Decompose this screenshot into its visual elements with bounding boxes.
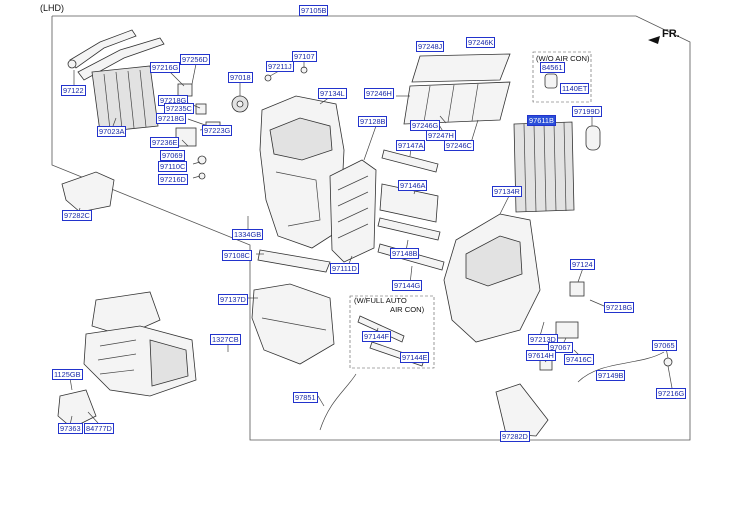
part-label[interactable]: 97147A bbox=[396, 140, 426, 151]
part-label[interactable]: 97223G bbox=[202, 125, 233, 136]
heater-pipes bbox=[67, 29, 165, 81]
part-label[interactable]: 97108C bbox=[222, 250, 252, 261]
bracket bbox=[555, 321, 579, 339]
case-right bbox=[443, 213, 541, 343]
seal-frames bbox=[403, 53, 511, 125]
part-label[interactable]: 97246K bbox=[466, 37, 496, 48]
note-full-auto-aircon: (W/FULL AUTO AIR CON) bbox=[354, 296, 425, 314]
part-label[interactable]: 97216G bbox=[150, 62, 181, 73]
part-label[interactable]: 97067 bbox=[548, 342, 573, 353]
part-label[interactable]: 97137D bbox=[218, 294, 248, 305]
note-without-aircon: (W/O AIR CON) bbox=[536, 54, 590, 63]
actuator-parts bbox=[175, 66, 308, 180]
part-label[interactable]: 97216G bbox=[656, 388, 687, 399]
part-label[interactable]: 97018 bbox=[228, 72, 253, 83]
part-label[interactable]: 97111D bbox=[330, 263, 359, 274]
part-label-selected[interactable]: 97611B bbox=[527, 115, 556, 126]
part-label[interactable]: 97148B bbox=[390, 248, 420, 259]
part-label[interactable]: 97256D bbox=[180, 54, 210, 65]
part-label[interactable]: 97199D bbox=[572, 106, 602, 117]
part-label[interactable]: 97128B bbox=[358, 116, 388, 127]
part-label[interactable]: 1140ET bbox=[560, 83, 590, 94]
case-left bbox=[259, 95, 345, 249]
case-center bbox=[329, 159, 377, 263]
part-label[interactable]: 1125GB bbox=[52, 369, 83, 380]
part-label[interactable]: 97246H bbox=[364, 88, 394, 99]
duct-left bbox=[61, 171, 115, 213]
part-label[interactable]: 97144F bbox=[362, 331, 392, 342]
leader-lines bbox=[69, 61, 673, 434]
part-label[interactable]: 1327CB bbox=[210, 334, 241, 345]
part-label[interactable]: 97282D bbox=[500, 431, 530, 442]
sensor bbox=[569, 281, 585, 297]
drain-hose bbox=[319, 373, 357, 431]
front-arrow-icon bbox=[648, 36, 660, 44]
part-label[interactable]: 97363 bbox=[58, 423, 83, 434]
blower-duct bbox=[57, 389, 97, 429]
part-label[interactable]: 97134L bbox=[318, 88, 347, 99]
part-label[interactable]: 97236E bbox=[150, 137, 180, 148]
part-label[interactable]: 97144G bbox=[392, 280, 423, 291]
part-label[interactable]: 97416C bbox=[564, 354, 594, 365]
part-label[interactable]: 1334GB bbox=[232, 229, 264, 240]
part-label[interactable]: 97065 bbox=[652, 340, 677, 351]
hose-right bbox=[577, 351, 665, 383]
front-direction-label: FR. bbox=[662, 28, 680, 40]
part-label[interactable]: 97122 bbox=[61, 85, 86, 96]
grommet bbox=[585, 125, 601, 151]
part-label[interactable]: 97851 bbox=[293, 392, 318, 403]
evaporator-core bbox=[513, 121, 575, 213]
part-label[interactable]: 97248J bbox=[416, 41, 445, 52]
part-label[interactable]: 97246C bbox=[444, 140, 474, 151]
part-label[interactable]: 97110C bbox=[158, 161, 188, 172]
lower-case bbox=[251, 283, 335, 365]
part-label[interactable]: 97144E bbox=[400, 352, 430, 363]
part-label[interactable]: 97107 bbox=[292, 51, 317, 62]
valve bbox=[544, 73, 558, 89]
part-label[interactable]: 97218G bbox=[604, 302, 635, 313]
part-label[interactable]: 97246G bbox=[410, 120, 441, 131]
part-label[interactable]: 97069 bbox=[160, 150, 185, 161]
part-label[interactable]: 97146A bbox=[398, 180, 428, 191]
drive-side-label: (LHD) bbox=[40, 3, 64, 13]
part-label[interactable]: 97247H bbox=[426, 130, 456, 141]
part-label[interactable]: 97218G bbox=[156, 113, 187, 124]
part-label[interactable]: 84561 bbox=[540, 62, 565, 73]
part-label[interactable]: 97282C bbox=[62, 210, 92, 221]
part-label[interactable]: 97216D bbox=[158, 174, 188, 185]
part-label[interactable]: 97124 bbox=[570, 259, 595, 270]
part-label[interactable]: 97211J bbox=[266, 61, 294, 72]
part-label[interactable]: 97149B bbox=[596, 370, 626, 381]
heater-core bbox=[91, 65, 159, 133]
part-label[interactable]: 97134R bbox=[492, 186, 522, 197]
part-label[interactable]: 84777D bbox=[84, 423, 114, 434]
part-label[interactable]: 97614H bbox=[526, 350, 556, 361]
part-label[interactable]: 97213D bbox=[528, 334, 558, 345]
part-label[interactable]: 97105B bbox=[299, 5, 329, 16]
part-label[interactable]: 97023A bbox=[97, 126, 127, 137]
duct-right bbox=[495, 383, 549, 437]
blower-unit bbox=[83, 291, 197, 397]
